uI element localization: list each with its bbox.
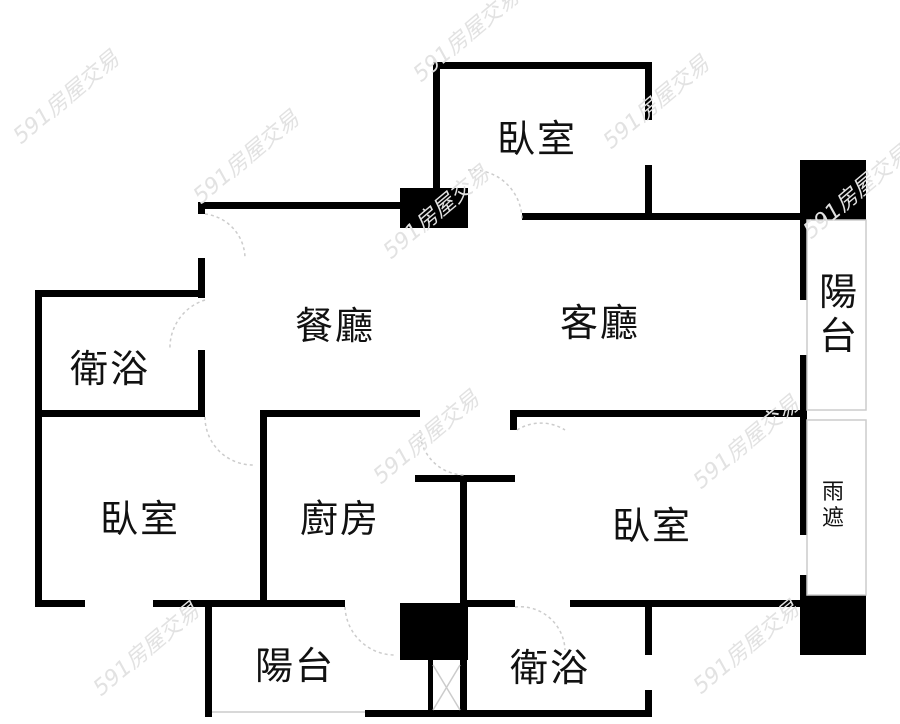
room-label-dining: 餐廳 bbox=[295, 304, 376, 348]
room-label-bedroom-top: 臥室 bbox=[497, 117, 578, 161]
room-label-kitchen: 廚房 bbox=[300, 497, 381, 541]
room-label-bath-left: 衛浴 bbox=[70, 347, 151, 391]
pillar bbox=[400, 603, 468, 660]
room-label-bedroom-left: 臥室 bbox=[100, 497, 181, 541]
pillar bbox=[800, 160, 866, 220]
room-label-bedroom-right: 臥室 bbox=[612, 504, 693, 548]
room-label-canopy: 雨遮 bbox=[821, 480, 844, 531]
room-label-bath-bottom: 衛浴 bbox=[510, 646, 591, 690]
pillar bbox=[800, 595, 866, 655]
room-label-living: 客廳 bbox=[560, 301, 641, 345]
pillar bbox=[400, 188, 468, 228]
room-label-balcony-right: 陽台 bbox=[818, 270, 857, 358]
room-label-balcony-bottom: 陽台 bbox=[255, 644, 336, 688]
